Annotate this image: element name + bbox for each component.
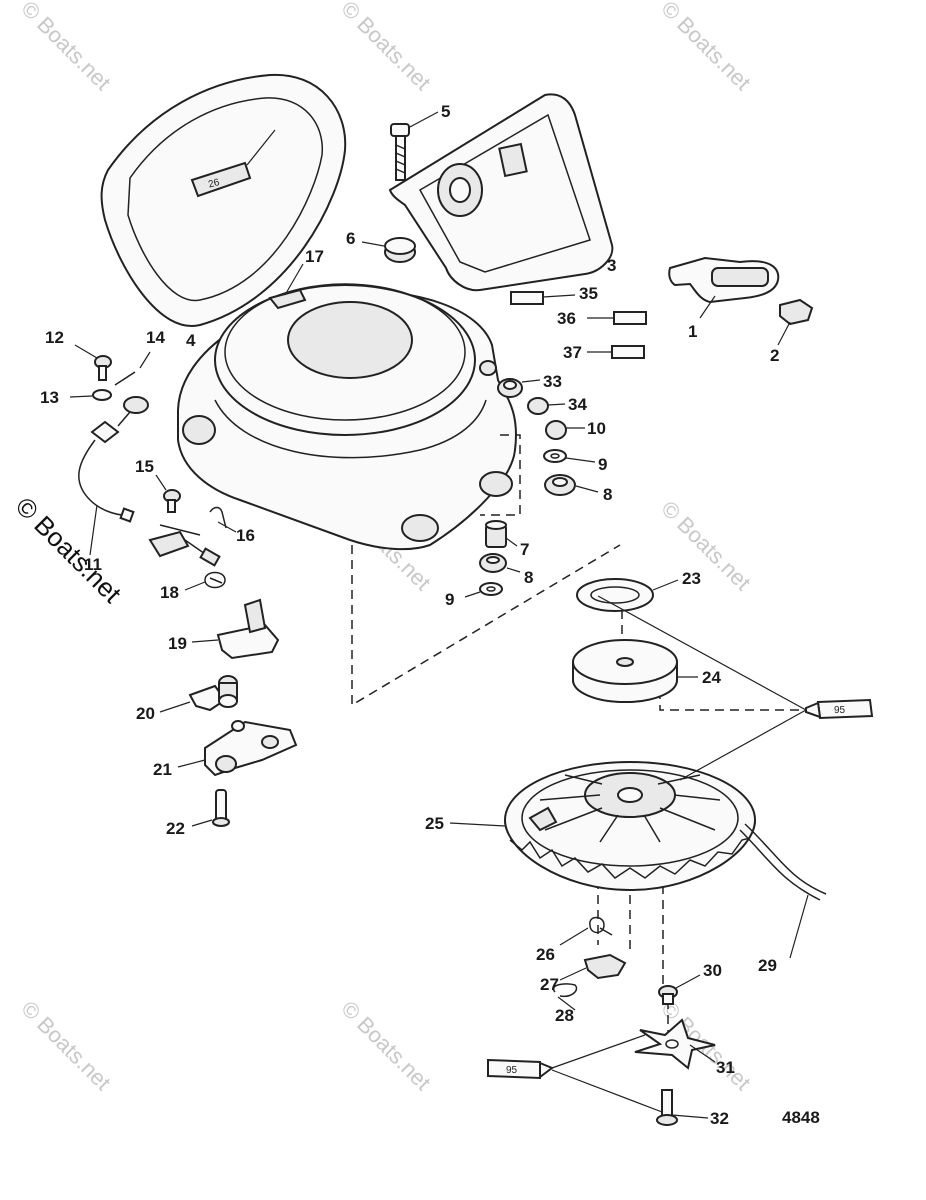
part-24-spring-cup <box>572 639 698 704</box>
callout-28: 28 <box>555 1006 574 1025</box>
part-4-frame <box>100 73 347 328</box>
part-31-plate <box>634 1018 716 1070</box>
callout-33: 33 <box>543 372 562 391</box>
callout-5: 5 <box>441 102 450 121</box>
callout-11: 11 <box>84 555 102 574</box>
callout-18: 18 <box>160 583 179 602</box>
callout-labels: 1 2 3 4 5 6 7 8 8 9 9 10 11 12 13 14 15 … <box>40 102 820 1128</box>
callout-19: 19 <box>168 634 187 653</box>
watermark: © Boats.net <box>16 0 115 95</box>
watermark: © Boats.net <box>656 0 755 95</box>
part-9-washer-b <box>464 582 503 598</box>
callout-16: 16 <box>236 526 255 545</box>
callout-25: 25 <box>425 814 444 833</box>
callout-31: 31 <box>716 1058 735 1077</box>
part-5-screw <box>390 111 439 181</box>
part-8-grommet-b <box>479 553 521 573</box>
callout-14: 14 <box>146 328 165 347</box>
callout-35: 35 <box>579 284 598 303</box>
tube-label: 26 <box>207 177 221 191</box>
callout-21: 21 <box>153 760 172 779</box>
watermark: © Boats.net <box>336 996 435 1095</box>
part-29-rope <box>789 894 809 959</box>
watermark: © Boats.net <box>16 996 115 1095</box>
part-26-spring <box>559 916 613 946</box>
callout-37: 37 <box>563 343 582 362</box>
part-33-grommet <box>497 378 541 398</box>
callout-36: 36 <box>557 309 576 328</box>
part-34-nut <box>527 397 566 415</box>
callout-34: 34 <box>568 395 587 414</box>
tube-label: 95 <box>834 705 846 716</box>
part-19-bracket <box>191 598 280 660</box>
callout-32: 32 <box>710 1109 729 1128</box>
tube-label: 95 <box>506 1065 518 1076</box>
part-21-throttle-arm <box>177 720 298 777</box>
callout-23: 23 <box>682 569 701 588</box>
callout-20: 20 <box>136 704 155 723</box>
part-1-handle <box>668 256 780 319</box>
part-23-spring-plate <box>576 578 679 612</box>
watermark-large: © Boats.net <box>10 491 128 609</box>
part-10-locknut <box>545 420 585 440</box>
callout-27: 27 <box>540 975 559 994</box>
part-15-screw <box>155 474 181 513</box>
watermark: © Boats.net <box>656 496 755 595</box>
callout-3: 3 <box>607 256 616 275</box>
throttle-link <box>148 524 221 567</box>
part-22-pin <box>191 789 230 827</box>
part-6-bushing <box>361 237 416 263</box>
callout-9: 9 <box>598 455 607 474</box>
part-8-grommet-a <box>544 474 599 496</box>
part-17-housing <box>177 263 517 551</box>
part-30-screw <box>658 974 701 1005</box>
part-20-lever <box>159 675 238 713</box>
callout-10: 10 <box>587 419 606 438</box>
part-12-screw <box>74 344 112 381</box>
part-32-bolt <box>656 1089 709 1126</box>
decal-boxes <box>510 291 647 359</box>
callout-15: 15 <box>135 457 154 476</box>
callout-2: 2 <box>770 346 779 365</box>
callout-24: 24 <box>702 668 721 687</box>
callout-26: 26 <box>536 945 555 964</box>
part-7-spacer <box>485 520 518 548</box>
callout-22: 22 <box>166 819 185 838</box>
callout-29: 29 <box>758 956 777 975</box>
callout-6: 6 <box>346 229 355 248</box>
part-9-washer-a <box>543 449 596 463</box>
part-3-cover <box>388 93 614 292</box>
part-13-washer <box>69 389 112 401</box>
part-2-insert <box>777 298 814 346</box>
part-14-pin <box>114 351 151 386</box>
part-28-clip <box>552 983 578 1011</box>
callout-7: 7 <box>520 540 529 559</box>
lubricant-tube-95-upper: 95 <box>597 595 874 781</box>
lubricant-tube-95-lower: 95 <box>487 1034 663 1113</box>
part-25-pulley <box>449 761 827 901</box>
callout-17: 17 <box>305 247 324 266</box>
lubricant-tube-26: 26 <box>207 177 221 191</box>
part-27-pawl <box>559 953 627 981</box>
part-18-spring <box>184 571 226 591</box>
callout-8: 8 <box>603 485 612 504</box>
callout-9: 9 <box>445 590 454 609</box>
callout-13: 13 <box>40 388 59 407</box>
part-11-cable <box>78 396 149 556</box>
part-16-cotter-pin <box>209 506 237 533</box>
diagram-number: 4848 <box>782 1108 820 1127</box>
callout-12: 12 <box>45 328 64 347</box>
callout-4: 4 <box>186 331 196 350</box>
callout-30: 30 <box>703 961 722 980</box>
watermark: © Boats.net <box>336 0 435 95</box>
callout-1: 1 <box>688 322 697 341</box>
callout-8: 8 <box>524 568 533 587</box>
